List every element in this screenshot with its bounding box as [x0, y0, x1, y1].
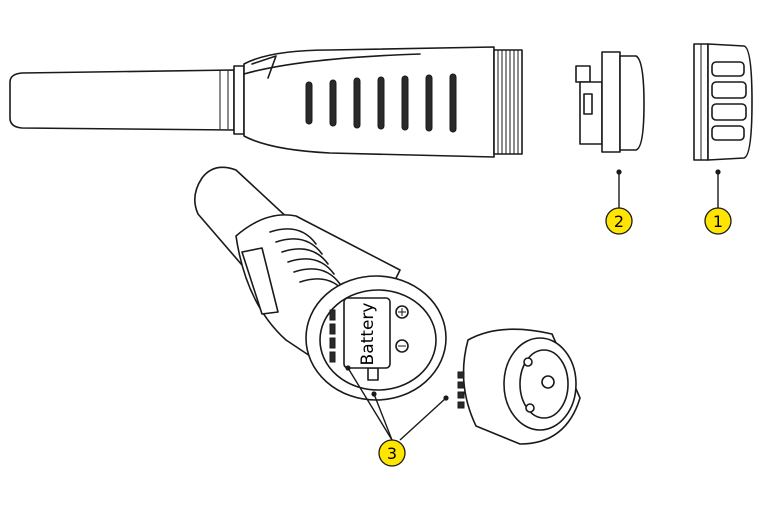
- callout-3-label: 3: [387, 444, 397, 463]
- battery-module-side-view: [576, 52, 644, 152]
- callout-1: 1: [705, 208, 731, 234]
- callout-3: 3: [379, 440, 405, 466]
- battery-module-perspective: [458, 329, 580, 444]
- contact-pins-module: [458, 372, 464, 408]
- housing-side-view: [10, 47, 522, 157]
- battery-label: Battery: [358, 303, 378, 366]
- callout-2: 2: [606, 208, 632, 234]
- callout-2-label: 2: [614, 212, 624, 231]
- housing-perspective-view: Battery: [195, 167, 446, 400]
- end-cap-side-view: [694, 44, 752, 160]
- callout-1-label: 1: [713, 212, 723, 231]
